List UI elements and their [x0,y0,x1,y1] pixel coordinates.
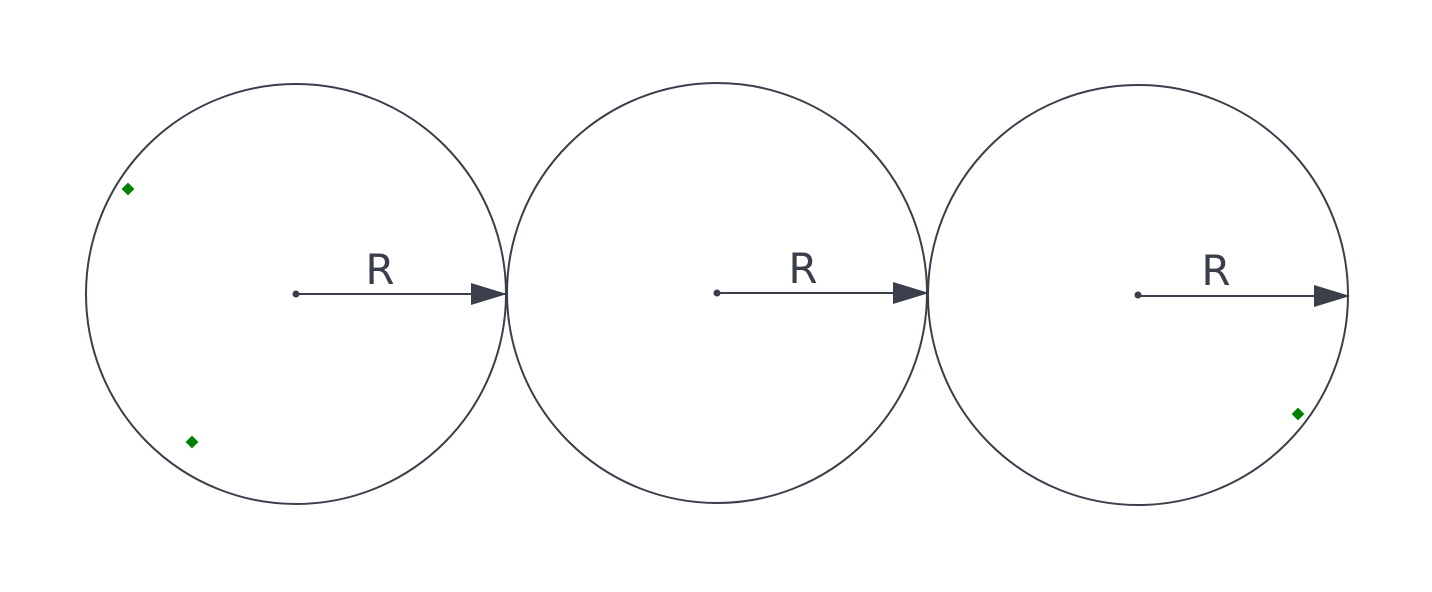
marker-right-bottom [1291,407,1305,421]
radius-label-middle: R [788,244,817,293]
radius-label-left: R [365,245,394,294]
radius-label-right: R [1201,246,1230,295]
circle-group-middle: R [506,82,929,504]
marker-left-top [121,182,135,196]
marker-left-bottom [185,435,199,449]
circle-group-right: R [927,84,1350,506]
circle-group-left: R [85,83,507,505]
